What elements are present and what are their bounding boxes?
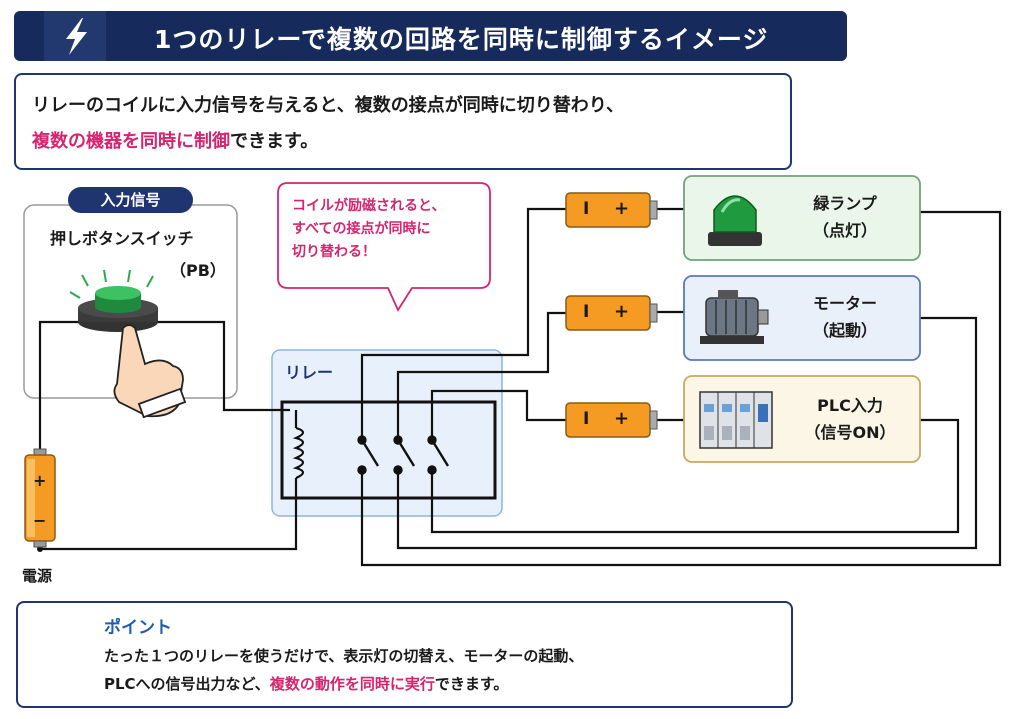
lightning-icon (44, 11, 106, 61)
power-battery (24, 448, 56, 548)
hand-icon (113, 324, 187, 419)
motor-icon (700, 290, 769, 344)
inline-battery-1 (565, 192, 658, 228)
battery-1-minus: I (583, 199, 590, 219)
push-button-icon (69, 269, 158, 332)
device-label-lamp: 緑ランプ （点灯） (790, 190, 900, 244)
callout-bubble (277, 182, 491, 312)
callout-text: コイルが励磁されると、 すべての接点が同時に 切り替わる！ (292, 195, 472, 264)
title-bar: 1つのリレーで複数の回路を同時に制御するイメージ (14, 11, 847, 61)
device-name-lamp: 緑ランプ (813, 194, 877, 213)
green-lamp-icon (708, 195, 762, 246)
relay-coil (292, 410, 305, 492)
point-line-2-post: できます。 (434, 675, 509, 693)
plc-icon (699, 391, 773, 449)
callout-line-1: コイルが励磁されると、 (292, 198, 446, 214)
intro-highlight: 複数の機器を同時に制御 (32, 131, 230, 152)
point-box: ポイント たった１つのリレーを使うだけで、表示灯の切替え、モーターの起動、 PL… (16, 601, 793, 708)
power-label: 電源 (22, 567, 53, 585)
inline-battery-2 (565, 295, 658, 331)
battery-3-plus: + (614, 408, 630, 429)
point-highlight: 複数の動作を同時に実行 (269, 675, 435, 693)
callout-line-3: 切り替わる！ (292, 244, 376, 260)
point-line-2-pre: PLCへの信号出力など、 (104, 675, 270, 693)
battery-2-plus: + (614, 301, 630, 322)
device-label-motor: モーター （起動） (790, 290, 900, 344)
input-signal-badge: 入力信号 (68, 187, 193, 213)
intro-line-2-rest: できます。 (230, 131, 319, 152)
relay-label: リレー (285, 363, 334, 382)
device-sub-plc: （信号ON） (804, 423, 896, 442)
battery-3-minus: I (583, 409, 590, 429)
intro-line-1: リレーのコイルに入力信号を与えると、複数の接点が同時に切り替わり、 (32, 95, 625, 116)
device-sub-lamp: （点灯） (812, 221, 877, 240)
point-title: ポイント (104, 618, 172, 638)
relay-contacts (357, 435, 450, 475)
inline-battery-3 (565, 402, 658, 438)
intro-box: リレーのコイルに入力信号を与えると、複数の接点が同時に切り替わり、 複数の機器を… (14, 73, 792, 170)
battery-2-minus: I (583, 302, 590, 322)
device-label-plc: PLC入力 （信号ON） (790, 392, 910, 446)
intro-line-2: 複数の機器を同時に制御できます。 (32, 127, 318, 153)
page-title: 1つのリレーで複数の回路を同時に制御するイメージ (154, 25, 769, 54)
switch-abbr: （PB） (170, 261, 226, 280)
device-name-plc: PLC入力 (817, 396, 883, 415)
device-sub-motor: （起動） (812, 321, 877, 340)
switch-label: 押しボタンスイッチ (50, 229, 194, 248)
battery-1-plus: + (614, 198, 630, 219)
power-battery-plus: + (33, 471, 47, 490)
callout-line-2: すべての接点が同時に (292, 221, 431, 237)
power-battery-minus: − (33, 511, 47, 530)
device-name-motor: モーター (812, 294, 877, 313)
point-line-2: PLCへの信号出力など、複数の動作を同時に実行できます。 (104, 673, 508, 694)
point-line-1: たった１つのリレーを使うだけで、表示灯の切替え、モーターの起動、 (104, 647, 584, 665)
relay-inner-frame (280, 400, 497, 500)
